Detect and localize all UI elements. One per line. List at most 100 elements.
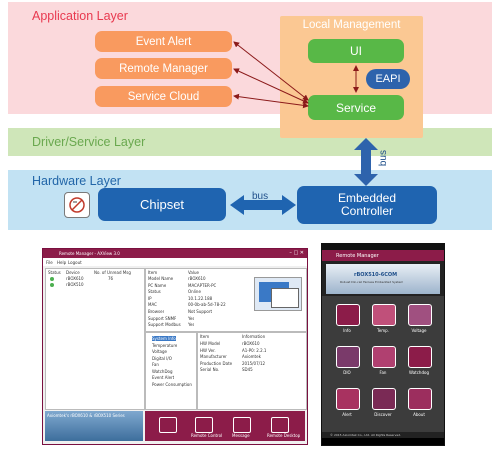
tree-item[interactable]: Power Consumption — [152, 381, 192, 387]
mobile-tile-alert[interactable] — [336, 388, 360, 410]
mobile-tile-label: Watchdog — [409, 370, 429, 375]
remote-control-label: Remote Control — [191, 433, 223, 438]
detail-row-value: A1-P0: 2.2.1 — [242, 347, 267, 353]
remote-desktop-button[interactable] — [271, 417, 289, 433]
info-row-value: Yes — [188, 322, 195, 328]
tree-item[interactable]: System Info — [152, 336, 176, 341]
mobile-tile-label: Alert — [342, 412, 352, 417]
message-button[interactable] — [233, 417, 251, 433]
mobile-nav-bar — [322, 438, 444, 445]
info-row-value: Yes — [188, 315, 195, 321]
device-list: Status Device No. of Unread Msg rBOX610 … — [45, 268, 145, 410]
architecture-diagram: Application Layer Driver/Service Layer H… — [8, 2, 492, 230]
detail-row-value: SD45 — [242, 367, 253, 373]
mobile-tile-label: Temp. — [377, 328, 389, 333]
tree-item[interactable]: Temperature — [152, 342, 178, 348]
info-row-item: IP — [148, 295, 152, 301]
info-row-item: Model Name — [148, 276, 174, 281]
chipset-node: Chipset — [98, 188, 226, 221]
tree-item[interactable]: Fan — [152, 362, 159, 367]
mobile-tile-voltage[interactable] — [408, 304, 432, 326]
remote-manager-box: Remote Manager — [95, 58, 232, 79]
bus-horizontal-label: bus — [252, 191, 269, 202]
info-row-item: MAC — [148, 302, 157, 308]
service-cloud-box: Service Cloud — [95, 86, 232, 107]
desktop-app-window: Remote Manager - AXView 3.0 – □ ✕ File H… — [42, 248, 308, 445]
driver-service-layer-title: Driver/Service Layer — [32, 135, 146, 149]
service-node: Service — [308, 95, 404, 120]
info-row-value: 00-0b-ab-5d-78-22 — [188, 302, 226, 308]
mobile-banner: rBOX510-6COM Robust Din-rail Fanless Emb… — [326, 264, 440, 294]
arrow-event-alert — [233, 41, 309, 101]
info-row-value: Online — [188, 289, 201, 295]
mobile-tile-label: Voltage — [411, 328, 427, 333]
tree-item[interactable]: Voltage — [152, 349, 168, 354]
detail-row-item: HW Ver. — [200, 347, 216, 353]
mobile-status-bar — [322, 244, 444, 250]
remote-desktop-label: Remote Desktop — [267, 433, 301, 438]
mobile-tile-label: About — [413, 412, 425, 417]
hardware-layer-title: Hardware Layer — [32, 174, 121, 188]
detail-row-value: 2015/07/12 — [242, 360, 266, 366]
desktop-title: Remote Manager - AXView 3.0 — [59, 251, 120, 256]
arrow-service-cloud — [233, 93, 309, 109]
mobile-tile-label: Info — [343, 328, 351, 333]
device-status-icon — [50, 283, 54, 287]
mobile-tile-label: Fan — [379, 370, 387, 375]
mobile-tile-fan[interactable] — [372, 346, 396, 368]
info-header-value: Value — [188, 270, 199, 275]
mobile-title-bar: Remote Manager — [322, 250, 444, 261]
detail-header-item: Item — [200, 334, 210, 339]
application-layer-title: Application Layer — [32, 9, 128, 23]
device-info-table: Item Value Model Name rBOX610 PC Name MACAP… — [145, 268, 307, 332]
mobile-app-screen: Remote Manager rBOX510-6COM Robust Din-r… — [321, 243, 445, 446]
remote-control-button[interactable] — [195, 417, 213, 433]
info-row-value: rBOX610 — [188, 276, 206, 281]
ui-node: UI — [308, 39, 404, 63]
device-unread: 76 — [108, 276, 114, 281]
col-unread: No. of Unread Msg — [94, 270, 131, 275]
bus-horizontal-arrow — [230, 195, 296, 215]
menu-logout[interactable]: Logout — [68, 260, 82, 265]
info-row-value: Not Support — [188, 309, 213, 314]
mobile-tile-label: DIO — [343, 370, 351, 375]
info-header-item: Item — [148, 270, 158, 275]
detail-row-value: Axiomtek — [242, 354, 261, 360]
mobile-banner-title: rBOX510-6COM — [354, 272, 398, 278]
mobile-tile-about[interactable] — [408, 388, 432, 410]
desktop-title-bar: Remote Manager - AXView 3.0 – □ ✕ — [43, 249, 307, 258]
mobile-tile-discover[interactable] — [372, 388, 396, 410]
mobile-title: Remote Manager — [336, 253, 379, 259]
mobile-tile-temp[interactable] — [372, 304, 396, 326]
mobile-tile-dio[interactable] — [336, 346, 360, 368]
menu-help[interactable]: Help — [57, 260, 67, 265]
tree-item[interactable]: WatchDog — [152, 368, 173, 374]
desktop-bottom-banner: Axiomtek's rBOX610 & rBOX510 Series — [45, 411, 143, 441]
mobile-tile-info[interactable] — [336, 304, 360, 326]
eapi-node: EAPI — [366, 69, 410, 89]
bus-vertical-arrow — [354, 138, 378, 186]
info-row-item: PC Name — [148, 282, 167, 288]
tree-item[interactable]: Event Alert — [152, 375, 175, 380]
detail-row-item: HW Model — [200, 341, 221, 346]
device-status-icon — [50, 277, 54, 281]
diagram-arrows — [230, 41, 378, 215]
device-name[interactable]: rBOX610 — [66, 276, 84, 281]
info-row-value: MACAPTER-PC — [188, 282, 217, 288]
info-row-item: Status — [148, 289, 161, 295]
action-button-info[interactable] — [159, 417, 177, 433]
mobile-tile-watchdog[interactable] — [408, 346, 432, 368]
desktop-window-controls-icon[interactable]: – □ ✕ — [289, 250, 304, 256]
bus-vertical-label: bus — [378, 150, 389, 167]
embedded-controller-label-2: Controller — [340, 204, 394, 218]
menu-file[interactable]: File — [46, 260, 53, 265]
detail-header-info: Information — [242, 334, 266, 339]
chip-icon — [64, 192, 90, 218]
mobile-tile-label: Discover — [374, 412, 392, 417]
tree-item[interactable]: Digital I/O — [152, 355, 172, 361]
device-name[interactable]: rBOX510 — [66, 282, 84, 287]
mobile-banner-subtitle: Robust Din-rail Fanless Embedded System — [340, 280, 404, 284]
mobile-footer: © 2015 Axiomtek Co., Ltd. All Rights Res… — [330, 433, 402, 437]
